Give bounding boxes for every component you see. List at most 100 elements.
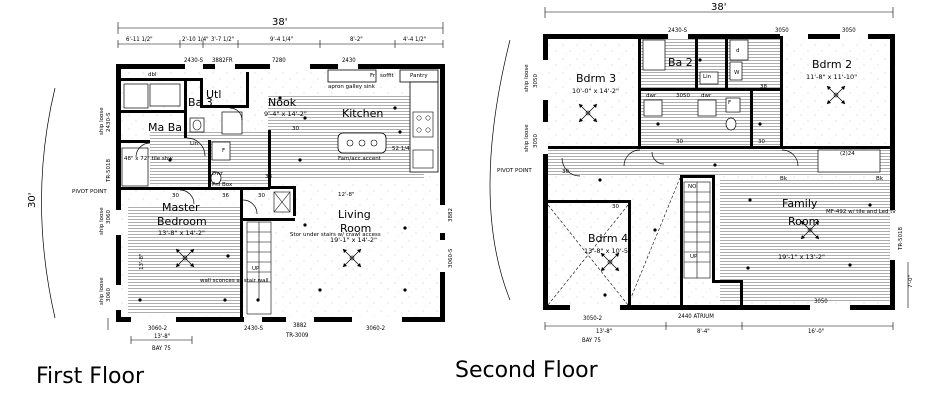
sf-bottom-dim-2: 8'-4" <box>697 328 710 335</box>
first-floor-plan: 38' 6'-11 1/2" 2'-10 1/4" 3'-7 1/2" 9'-4… <box>27 17 454 389</box>
ff-win-3882fr: 3882FR <box>212 57 233 64</box>
sf-win-3050b: 3050 <box>842 27 856 34</box>
sf-bottom-3050-2: 3050-2 <box>583 315 602 322</box>
sf-label-38: 38 <box>760 84 767 90</box>
ff-room-living-1: Living <box>338 208 371 221</box>
sf-label-bottom-3050: 3050 <box>814 298 828 305</box>
ff-label-tile-shw: 48" x 72" tile shw <box>124 156 173 162</box>
ff-label-ship-loose-1: ship loose <box>99 107 105 135</box>
sf-title: Second Floor <box>455 358 599 383</box>
second-floor-plan: 38' 2430-S 3050 3050 <box>455 2 914 383</box>
ff-label-tr5018: TR-5018 <box>106 159 112 183</box>
sf-label-f: F <box>728 100 731 106</box>
sf-room-bdrm2: Bdrm 2 <box>812 58 852 71</box>
sf-label-30a: 30 <box>676 139 683 145</box>
ff-master-size: 13'-8" x 14'-2" <box>158 229 205 237</box>
sf-win-2430s: 2430-S <box>668 27 688 34</box>
ff-label-3060s: 3060-S <box>448 248 454 268</box>
sf-label-224: (2)24 <box>840 151 855 157</box>
ff-label-fr: Fr <box>370 73 376 79</box>
ff-label-up: UP <box>252 266 260 272</box>
sf-label-30b: 30 <box>758 139 765 145</box>
sf-bdrm4-size: 13'-8" x 10'-5" <box>584 247 631 255</box>
sf-bay: BAY 75 <box>582 337 601 344</box>
sf-label-dwr-a: dwr <box>646 93 657 99</box>
ff-label-island: 52 1/4 <box>392 146 410 152</box>
sf-label-lin: Lin <box>703 74 712 80</box>
sf-overall-width: 38' <box>711 2 726 13</box>
sf-bottom-atrium: 2440 ATRIUM <box>678 313 714 320</box>
ff-label-138: 13'-8" <box>139 253 145 270</box>
sf-family-size: 19'-1" x 13'-2" <box>778 253 825 261</box>
ff-label-pantry: Pantry <box>410 73 428 79</box>
ff-bottom-3060-2a: 3060-2 <box>148 325 167 332</box>
ff-label-38: 38 <box>265 174 272 180</box>
ff-label-ship-loose-3: ship loose <box>99 277 105 305</box>
ff-room-master-1: Master <box>162 201 200 214</box>
sf-label-30c: 30 <box>562 169 569 175</box>
ff-nook-size: 9'-4" x 14'-2" <box>264 110 307 118</box>
sf-room-bdrm3: Bdrm 3 <box>576 72 616 85</box>
ff-room-living-2: Room <box>340 222 371 235</box>
sf-bdrm3-size: 10'-0" x 14'-2" <box>572 87 619 95</box>
sf-family-note: MF-492 w/ tile and Led tv <box>826 209 896 215</box>
sf-bottom-dim-1: 13'-8" <box>596 328 612 335</box>
ff-label-3060b: 3060 <box>106 288 112 302</box>
ff-tr3009: TR-3009 <box>285 332 309 339</box>
ff-top-dim-6: 4'-4 1/2" <box>403 36 426 43</box>
sf-room-family-2: Room <box>788 215 819 228</box>
ff-label-30b: 30 <box>258 193 265 199</box>
sf-label-3050a: 3050 <box>533 74 539 88</box>
sf-label-pivot: PIVOT POINT <box>497 168 532 174</box>
ff-overall-width: 38' <box>272 17 287 28</box>
sf-label-ship-loose-b: ship loose <box>524 124 530 152</box>
ff-room-ma-ba: Ma Ba <box>148 121 182 134</box>
ff-label-apron: apron galley sink <box>328 84 376 90</box>
ff-label-ship-loose-2: ship loose <box>99 207 105 235</box>
ff-label-stor: Stor under stairs w/ crawl access <box>290 232 381 238</box>
sf-label-d: d <box>736 48 740 54</box>
sf-label-bk-a: Bk <box>780 176 788 182</box>
ff-top-dim-5: 8'-2" <box>350 36 363 43</box>
sf-label-tr5018: TR-5018 <box>898 227 904 251</box>
ff-label-30a: 30 <box>172 193 179 199</box>
ff-room-utl: Utl <box>206 88 221 101</box>
ff-win-2430s: 2430-S <box>184 57 204 64</box>
sf-label-3050b: 3050 <box>533 134 539 148</box>
sf-room-family-1: Family <box>782 197 818 210</box>
sf-bottom-dim-3: 16'-0" <box>808 328 824 335</box>
sf-label-ship-loose-a: ship loose <box>524 64 530 92</box>
ff-label-pivot: PIVOT POINT <box>72 189 107 195</box>
sf-label-bk-b: Bk <box>876 176 884 182</box>
sf-label-3050: 3050 <box>676 93 690 99</box>
ff-label-3882: 3882 <box>448 208 454 222</box>
ff-room-master-2: Bedroom <box>157 215 207 228</box>
ff-label-2430s: 2430-S <box>106 112 112 132</box>
sf-room-bdrm4: Bdrm 4 <box>588 232 628 245</box>
sf-room-ba2: Ba 2 <box>668 56 693 69</box>
ff-top-dim-1: 6'-11 1/2" <box>126 36 153 43</box>
ff-label-pnl-box: Pnl Box <box>212 182 233 188</box>
sf-label-30d: 30 <box>612 204 619 210</box>
ff-title: First Floor <box>36 364 145 389</box>
ff-label-30c: 30 <box>292 126 299 132</box>
ff-living-size: 19'-1" x 14'-2" <box>330 236 377 244</box>
ff-top-dim-3: 3'-7 1/2" <box>211 36 234 43</box>
ff-room-kitchen: Kitchen <box>342 107 383 120</box>
ff-label-family-acct: Fam/acc.accent <box>338 156 382 162</box>
sf-label-dwr-b: dwr <box>701 93 712 99</box>
ff-overall-depth: 30' <box>27 193 38 208</box>
sf-win-3050a: 3050 <box>775 27 789 34</box>
ff-label-dbl: dbl <box>148 72 157 78</box>
ff-room-nook: Nook <box>268 96 297 109</box>
ff-label-f: F <box>222 148 225 154</box>
ff-label-36: 36 <box>222 193 229 199</box>
sf-label-w: W <box>734 70 740 76</box>
ff-top-dim-2: 2'-10 1/4" <box>182 36 209 43</box>
ff-bottom-2430s: 2430-S <box>244 325 264 332</box>
ff-label-lin: Lin <box>190 141 199 147</box>
sf-label-no: NO <box>688 184 697 190</box>
sf-label-up: UP <box>690 254 698 260</box>
ff-win-7280: 7280 <box>272 57 286 64</box>
